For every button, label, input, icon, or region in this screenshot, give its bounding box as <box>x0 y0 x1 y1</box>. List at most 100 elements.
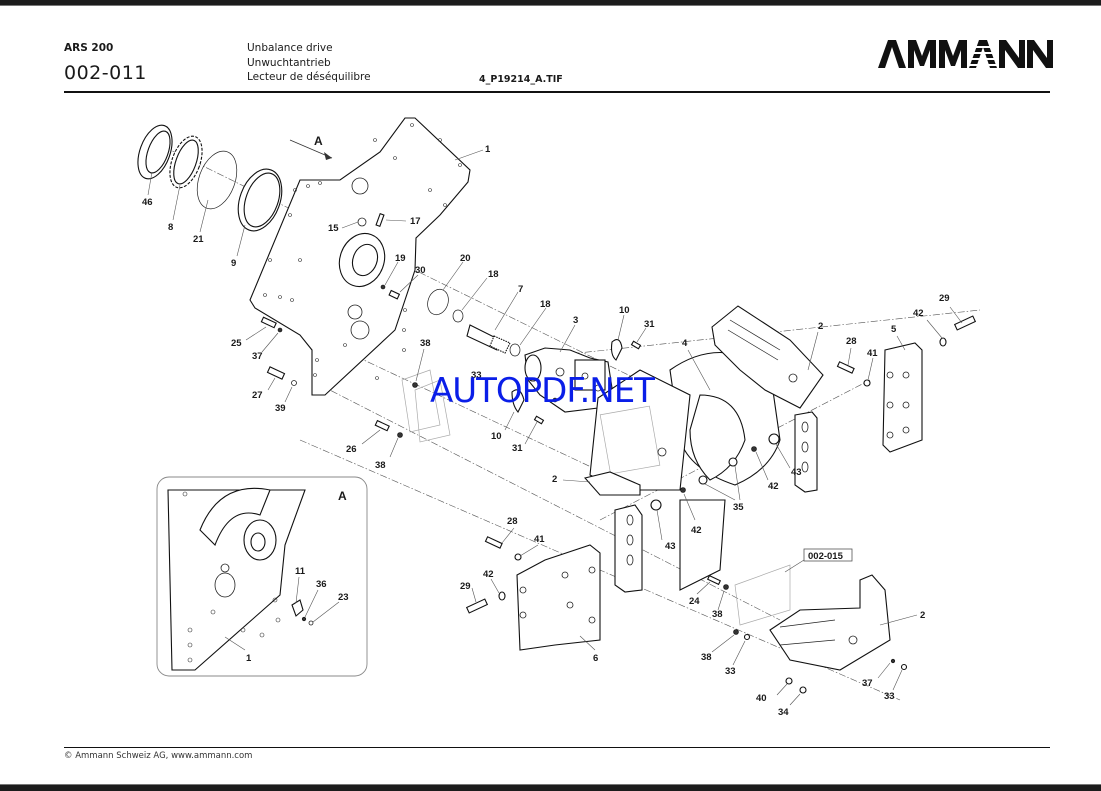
ammann-logo <box>878 40 1053 68</box>
exploded-parts-diagram: A <box>137 117 981 718</box>
callout-2-c: 2 <box>920 610 925 621</box>
callout-15: 15 <box>328 223 339 234</box>
callout-2-b: 2 <box>552 474 557 485</box>
part-18-ring-a <box>452 309 464 323</box>
callout-38-a: 38 <box>420 338 431 349</box>
reference-box-002-015[interactable]: 002-015 <box>784 548 853 573</box>
callout-40: 40 <box>756 693 767 704</box>
callout-39: 39 <box>275 403 286 414</box>
bottom-frame-bar <box>0 784 1101 791</box>
callout-29-b: 29 <box>460 581 471 592</box>
callout-33-c: 33 <box>884 691 895 702</box>
part-31-bolt-b <box>533 415 545 425</box>
part-20-o-ring <box>427 288 449 316</box>
callout-37-b: 37 <box>862 678 873 689</box>
callout-28-a: 28 <box>846 336 857 347</box>
reference-box-label: 002-015 <box>808 551 844 562</box>
callout-46: 46 <box>142 197 153 208</box>
callout-43-b: 43 <box>665 541 676 552</box>
part-10-clamp-a <box>610 339 623 361</box>
view-marker-a: A <box>314 134 323 148</box>
callout-38-b: 38 <box>375 460 386 471</box>
callout-28-b: 28 <box>507 516 518 527</box>
callout-numbers: 1 46 8 21 9 15 17 19 30 20 18 7 18 3 10 … <box>142 144 950 718</box>
part-43-plates <box>614 411 818 593</box>
callout-8: 8 <box>168 222 173 233</box>
callout-42-b: 42 <box>768 481 779 492</box>
callout-10-a: 10 <box>619 305 630 316</box>
callout-3: 3 <box>573 315 578 326</box>
callout-41-a: 41 <box>867 348 878 359</box>
callout-43-a: 43 <box>791 467 802 478</box>
part-31-bolt-a <box>630 340 642 350</box>
part-2-bracket-middle <box>583 369 691 496</box>
top-frame-bar <box>0 0 1101 6</box>
callout-42-c: 42 <box>691 525 702 536</box>
title-block: Unbalance drive Unwuchtantrieb Lecteur d… <box>247 41 371 85</box>
callout-18-a: 18 <box>488 269 499 280</box>
callout-25: 25 <box>231 338 242 349</box>
part-33-cover <box>401 369 451 443</box>
detail-view-a-label: A <box>338 489 347 503</box>
callout-42-a: 42 <box>913 308 924 319</box>
part-2-bracket-upper <box>711 305 824 409</box>
part-6-mount-plate <box>516 544 601 651</box>
footer-rule <box>64 747 1050 748</box>
detail-callout-36: 36 <box>316 579 327 590</box>
title-en: Unbalance drive <box>247 42 333 54</box>
callout-17: 17 <box>410 216 421 227</box>
part-3-hydraulic-motor <box>524 347 613 413</box>
callout-38-c: 38 <box>712 609 723 620</box>
part-10-clamp-b <box>511 389 525 413</box>
part-18-ring-b <box>509 343 521 357</box>
detail-callout-1: 1 <box>246 653 252 664</box>
part-46-lock-nut <box>137 124 173 180</box>
callout-33-a: 33 <box>471 370 482 381</box>
detail-callout-11: 11 <box>295 566 306 577</box>
right-bolts <box>465 315 977 614</box>
header-rule <box>64 91 1050 93</box>
view-direction-arrow: A <box>289 134 333 160</box>
detail-callout-23: 23 <box>338 592 349 603</box>
callout-31-b: 31 <box>512 443 523 454</box>
callout-5: 5 <box>891 324 897 335</box>
left-bolts <box>260 316 403 438</box>
callout-10-b: 10 <box>491 431 502 442</box>
part-2-bracket-lower <box>769 574 891 671</box>
part-21-o-ring <box>196 150 238 210</box>
part-7-shaft <box>466 324 511 354</box>
callout-24: 24 <box>689 596 700 607</box>
callout-35: 35 <box>733 502 744 513</box>
part-9-seal <box>237 168 283 232</box>
watermark: AUTOPDF.NET <box>430 371 655 411</box>
callout-20: 20 <box>460 253 471 264</box>
callout-33-b: 33 <box>725 666 736 677</box>
title-fr: Lecteur de déséquilibre <box>247 71 371 83</box>
callout-37-a: 37 <box>252 351 263 362</box>
callout-38-d: 38 <box>701 652 712 663</box>
callout-1: 1 <box>485 144 491 155</box>
part-5-mount-plate <box>882 342 923 453</box>
callout-41-b: 41 <box>534 534 545 545</box>
title-de: Unwuchtantrieb <box>247 56 331 69</box>
callout-21: 21 <box>193 234 204 245</box>
callout-27: 27 <box>252 390 263 401</box>
part-8-tab-washer <box>169 135 203 189</box>
callout-30: 30 <box>415 265 426 276</box>
callout-4: 4 <box>682 338 688 349</box>
detail-view-a: A <box>156 476 368 677</box>
callout-6: 6 <box>593 653 598 664</box>
callout-29-a: 29 <box>939 293 950 304</box>
washers-and-nuts <box>650 433 780 511</box>
copyright: © Ammann Schweiz AG, www.ammann.com <box>64 751 253 761</box>
callout-42-d: 42 <box>483 569 494 580</box>
file-reference: 4_P19214_A.TIF <box>479 74 563 85</box>
callout-18-b: 18 <box>540 299 551 310</box>
part-1-side-plate <box>249 117 471 396</box>
callout-34: 34 <box>778 707 789 718</box>
small-fasteners-upper <box>357 212 401 300</box>
document-number: 002-011 <box>64 62 147 84</box>
callout-19: 19 <box>395 253 406 264</box>
callout-7: 7 <box>518 284 523 295</box>
callout-9: 9 <box>231 258 236 269</box>
